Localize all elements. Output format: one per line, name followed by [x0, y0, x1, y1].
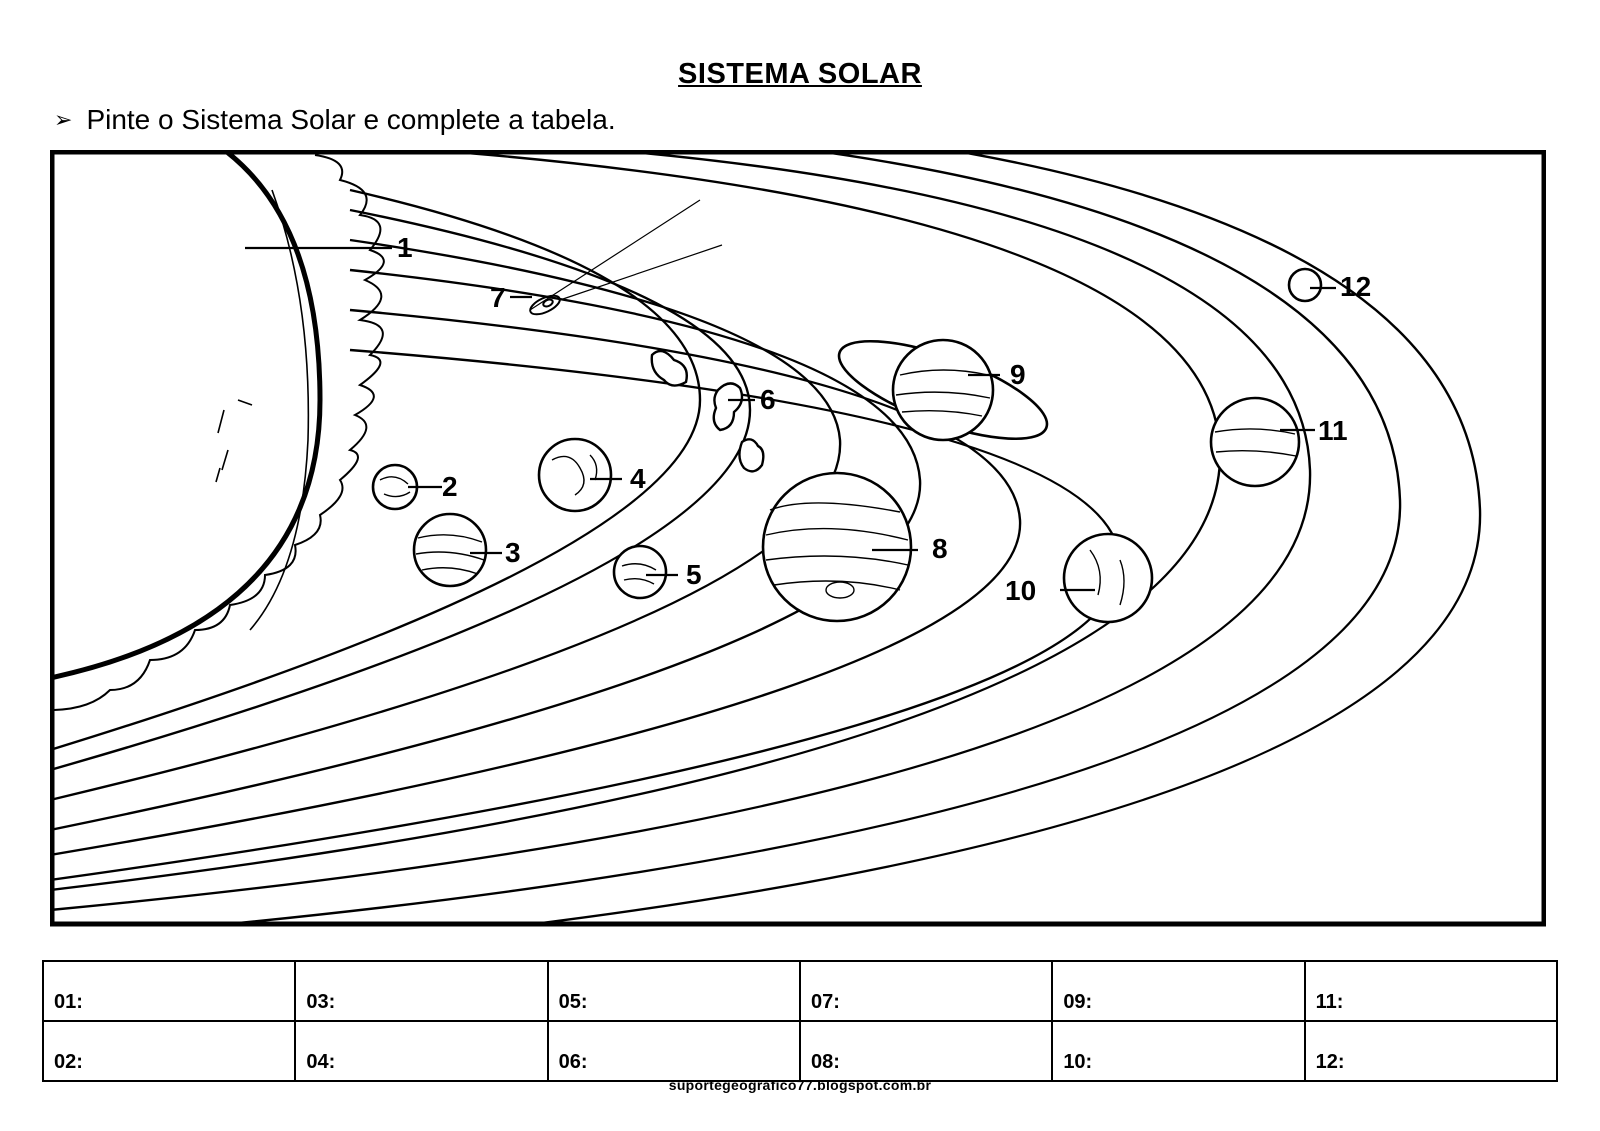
asteroid-1 [650, 349, 688, 387]
planet-8 [761, 471, 913, 623]
page-title: SISTEMA SOLAR [678, 58, 922, 90]
planet-3-bands [415, 534, 485, 575]
planet-10 [1062, 532, 1154, 624]
planet-8-spot [825, 581, 855, 599]
label-1: 1 [397, 232, 413, 263]
orbit-7 [54, 154, 1222, 891]
answer-cell[interactable]: 02: [41, 1020, 297, 1082]
sun-corona [54, 154, 385, 711]
label-10: 10 [1005, 575, 1036, 606]
orbit-10 [523, 154, 1482, 924]
planet-8-bands [765, 502, 909, 591]
answer-cell[interactable]: 12: [1303, 1020, 1559, 1082]
instruction-text: Pinte o Sistema Solar e complete a tabel… [86, 104, 616, 135]
planet-5 [612, 544, 668, 600]
label-11: 11 [1318, 415, 1348, 446]
planet-12 [1287, 267, 1323, 303]
answer-cell[interactable]: 10: [1051, 1020, 1306, 1082]
orbit-5 [54, 308, 1022, 856]
label-8: 8 [932, 533, 948, 564]
planet-11-bands [1214, 428, 1297, 457]
answer-cell[interactable]: 09: [1051, 960, 1306, 1022]
label-6: 6 [760, 384, 776, 415]
planet-3 [412, 512, 488, 588]
planet-4-continents [551, 454, 598, 496]
asteroid-2 [712, 382, 744, 432]
answer-cell[interactable]: 06: [546, 1020, 801, 1082]
instruction: ➢ Pinte o Sistema Solar e complete a tab… [54, 104, 616, 136]
label-9: 9 [1010, 359, 1026, 390]
planet-11 [1209, 396, 1301, 488]
sun-inner-line [249, 189, 310, 631]
answer-cell[interactable]: 01: [41, 960, 297, 1022]
orbit-3 [54, 238, 842, 801]
label-3: 3 [505, 537, 521, 568]
label-4: 4 [630, 463, 646, 494]
label-5: 5 [686, 559, 702, 590]
orbit-2 [54, 208, 752, 771]
label-12: 12 [1340, 271, 1371, 302]
orbit-8 [54, 154, 1312, 911]
planet-5-texture [621, 563, 657, 585]
answer-cell[interactable]: 04: [294, 1020, 549, 1082]
answer-cell[interactable]: 11: [1303, 960, 1559, 1022]
planet-4 [537, 437, 613, 513]
label-2: 2 [442, 471, 458, 502]
orbit-9 [216, 154, 1402, 924]
table-row: 01: 03: 05: 07: 09: 11: [41, 960, 1559, 1022]
footer-url: suportegeografico77.blogspot.com.br [668, 1077, 932, 1093]
planet-9-bands [895, 369, 991, 417]
asteroid-3 [738, 438, 765, 473]
sun-outline [54, 154, 323, 680]
solar-system-diagram: 1 2 3 4 5 6 7 8 9 10 11 12 [50, 150, 1546, 940]
planet-10-texture [1089, 549, 1125, 606]
answer-table: 01: 03: 05: 07: 09: 11: 02: 04: 06: 08: … [41, 960, 1559, 1082]
leader-lines [245, 246, 1336, 592]
comet [529, 199, 723, 316]
answer-cell[interactable]: 03: [294, 960, 549, 1022]
label-7: 7 [490, 282, 506, 313]
answer-cell[interactable]: 08: [798, 1020, 1054, 1082]
orbit-4 [54, 268, 922, 831]
planet-2-texture [379, 476, 411, 498]
sun-texture [215, 399, 253, 483]
orbit-1 [54, 188, 702, 751]
answer-cell[interactable]: 07: [798, 960, 1054, 1022]
table-row: 02: 04: 06: 08: 10: 12: [41, 1020, 1559, 1082]
planet-9 [891, 338, 995, 442]
arrow-bullet-icon: ➢ [54, 107, 73, 132]
answer-cell[interactable]: 05: [546, 960, 801, 1022]
